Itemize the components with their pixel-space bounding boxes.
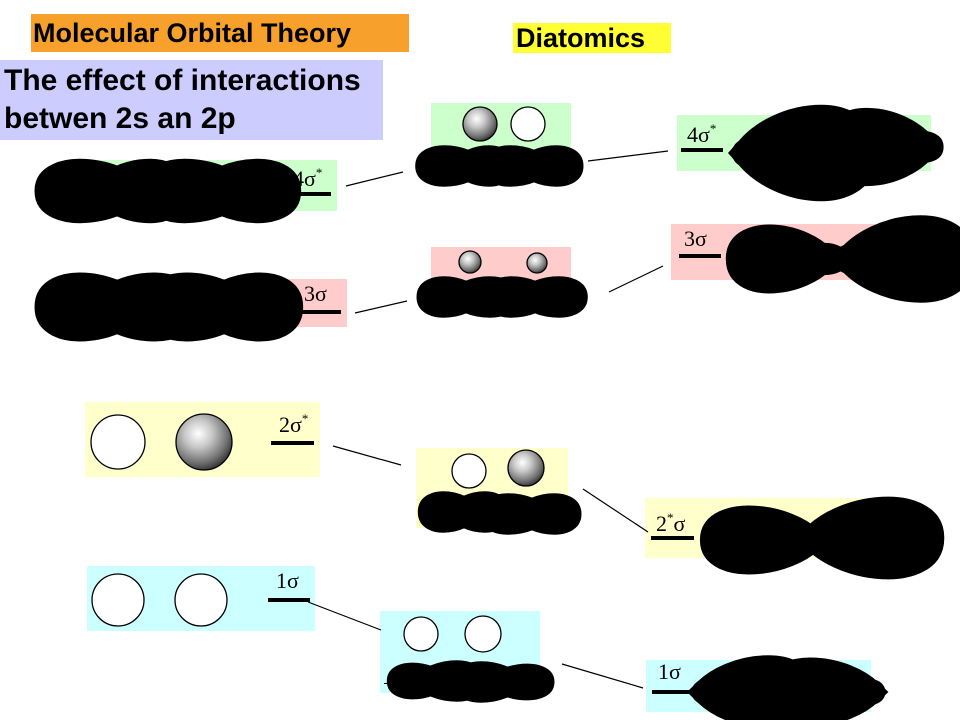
diatomics-label: Diatomics [513,23,671,53]
caption-line-2: betwen 2s an 2p [4,102,236,135]
page-title: Molecular Orbital Theory [31,14,409,52]
plus-sign-mid-1sigma: + [383,673,395,695]
caption-line-1: The effect of interactions [4,64,361,97]
left-4sigma-orbitals [67,177,270,205]
right-4sigma-orbitals [749,130,928,174]
level-bar-left-3sigma [299,310,341,314]
right-1sigma-orbitals [706,676,871,708]
level-bar-left-1sigma [268,598,310,602]
level-bar-left-4sigma [289,192,331,196]
level-bar-right-4sigma [681,148,723,152]
plus-sign-mid-2sigma: + [418,502,430,524]
mid-3sigma-orbitals [436,250,567,306]
left-2sigma-orbitals [90,413,233,471]
label-left-2sigma: 2σ* [279,411,309,437]
mid-1sigma-orbitals [404,615,535,691]
label-left-4sigma: 4σ* [293,165,323,191]
mid-4sigma-orbitals [436,106,564,175]
left-3sigma-orbitals [67,292,272,322]
right-2sigma-orbitals [735,520,904,556]
mid-2sigma-orbitals [436,449,562,523]
level-bar-right-2sigma [651,536,694,540]
right-3sigma-orbitals [757,240,936,278]
label-right-2sigma: 2*σ [656,510,686,536]
label-left-1sigma: 1σ [276,568,299,593]
level-bar-right-3sigma [679,254,721,258]
label-right-1sigma: 1σ [658,659,681,684]
left-1sigma-orbitals [91,573,228,627]
level-bar-right-1sigma [652,690,694,694]
level-bar-left-2sigma [271,441,314,445]
caption-box: The effect of interactions betwen 2s an … [0,60,383,140]
label-right-4sigma: 4σ* [687,121,717,147]
label-right-3sigma: 3σ [684,226,707,251]
label-left-3sigma: 3σ [304,281,327,306]
connector-lines [307,150,669,689]
